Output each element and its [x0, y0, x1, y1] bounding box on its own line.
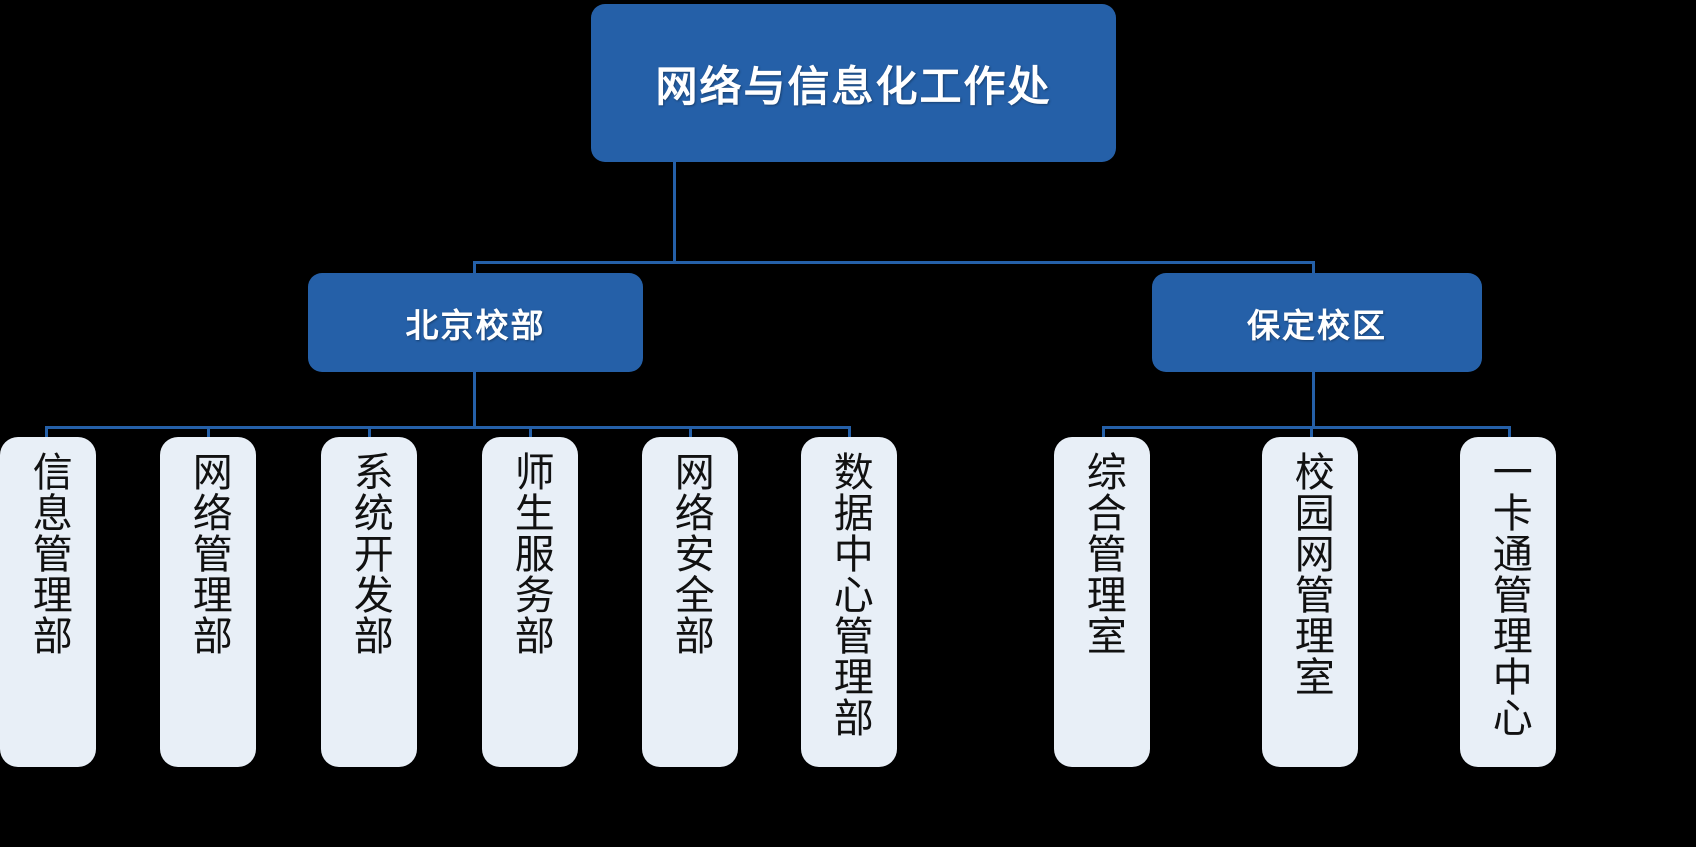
node-leaf-baoding-3-label: 一卡通管理中心: [1486, 451, 1531, 738]
node-branch-baoding[interactable]: 保定校区: [1152, 273, 1482, 372]
node-branch-baoding-label: 保定校区: [1247, 306, 1387, 344]
node-leaf-beijing-3[interactable]: 系统开发部: [321, 437, 417, 767]
node-root[interactable]: 网络与信息化工作处: [591, 4, 1116, 162]
connector-beijing-bus: [45, 426, 851, 429]
connector-beijing-child-1: [45, 426, 48, 438]
connector-root-stem: [673, 161, 676, 262]
node-leaf-beijing-3-label: 系统开发部: [347, 451, 392, 656]
node-leaf-beijing-2-label: 网络管理部: [186, 451, 231, 656]
connector-beijing-child-3: [368, 426, 371, 438]
node-leaf-beijing-4[interactable]: 师生服务部: [482, 437, 578, 767]
connector-baoding-bus: [1102, 426, 1511, 429]
connector-drop-baoding: [1312, 261, 1315, 274]
node-branch-beijing[interactable]: 北京校部: [308, 273, 643, 372]
connector-beijing-stem: [473, 372, 476, 428]
node-branch-beijing-label: 北京校部: [405, 306, 546, 344]
connector-baoding-child-2: [1310, 426, 1313, 438]
node-leaf-beijing-2[interactable]: 网络管理部: [160, 437, 256, 767]
node-leaf-baoding-1[interactable]: 综合管理室: [1054, 437, 1150, 767]
connector-drop-beijing: [473, 261, 476, 274]
node-leaf-baoding-2[interactable]: 校园网管理室: [1262, 437, 1358, 767]
connector-beijing-child-6: [848, 426, 851, 438]
node-leaf-baoding-1-label: 综合管理室: [1080, 451, 1125, 656]
connector-beijing-child-5: [689, 426, 692, 438]
connector-beijing-child-4: [529, 426, 532, 438]
connector-level2-bus: [473, 261, 1315, 264]
connector-baoding-child-3: [1508, 426, 1511, 438]
node-leaf-beijing-4-label: 师生服务部: [508, 451, 553, 656]
node-leaf-baoding-3[interactable]: 一卡通管理中心: [1460, 437, 1556, 767]
connector-baoding-child-1: [1102, 426, 1105, 438]
node-leaf-beijing-6-label: 数据中心管理部: [827, 451, 872, 738]
node-leaf-beijing-6[interactable]: 数据中心管理部: [801, 437, 897, 767]
node-root-label: 网络与信息化工作处: [655, 62, 1052, 110]
connector-beijing-child-2: [207, 426, 210, 438]
node-leaf-beijing-1-label: 信息管理部: [26, 451, 71, 656]
node-leaf-baoding-2-label: 校园网管理室: [1288, 451, 1333, 697]
node-leaf-beijing-5[interactable]: 网络安全部: [642, 437, 738, 767]
node-leaf-beijing-1[interactable]: 信息管理部: [0, 437, 96, 767]
connector-baoding-stem: [1312, 372, 1315, 428]
node-leaf-beijing-5-label: 网络安全部: [668, 451, 713, 656]
